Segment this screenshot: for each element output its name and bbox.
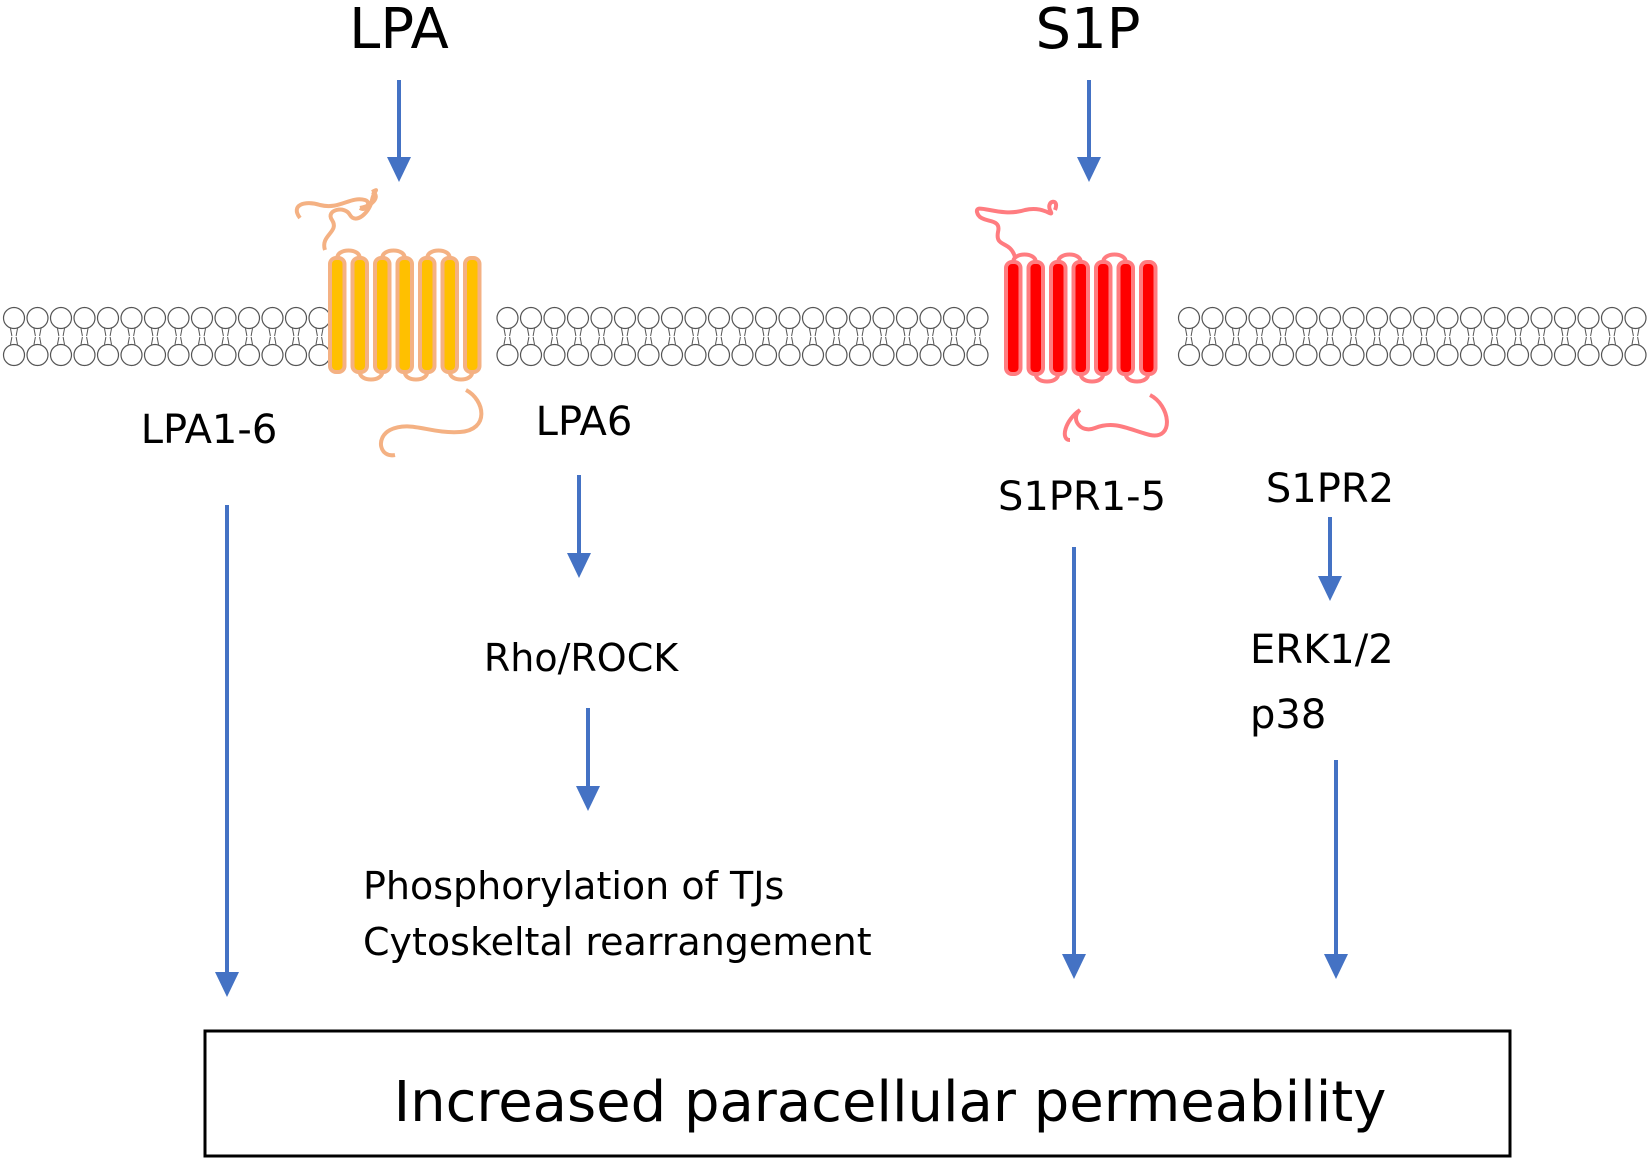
arrow-lpa-to-receptor	[387, 80, 411, 182]
arrow-lpa-receptors-to-outcome	[215, 505, 239, 997]
s1pr2-receptor-label: S1PR2	[1266, 466, 1394, 512]
p38-label: p38	[1250, 692, 1326, 738]
lpa-receptor-icon	[294, 188, 484, 458]
s1pr-receptors-label: S1PR1-5	[998, 474, 1166, 520]
cell-membrane-bilayer	[2, 306, 1647, 367]
s1p-receptor-icon	[975, 199, 1169, 442]
arrow-s1pr-to-outcome	[1062, 547, 1086, 979]
arrow-lpa6-to-rho-rock	[567, 475, 591, 578]
erk-label: ERK1/2	[1250, 627, 1394, 673]
outcome-box: Increased paracellular permeability	[203, 1029, 1512, 1158]
outcome-label: Increased paracellular permeability	[394, 1070, 1387, 1135]
arrow-s1p-to-receptor	[1077, 80, 1101, 182]
arrow-erk-to-outcome	[1324, 760, 1348, 979]
s1p-ligand-label: S1P	[1036, 0, 1141, 62]
cytoskeletal-label: Cytoskeltal rearrangement	[363, 920, 872, 964]
arrow-s1pr2-to-erk	[1318, 517, 1342, 601]
signaling-arrows	[215, 80, 1348, 997]
tj-phosphorylation-label: Phosphorylation of TJs	[363, 864, 784, 908]
rho-rock-label: Rho/ROCK	[484, 636, 679, 680]
lpa6-receptor-label: LPA6	[536, 399, 633, 445]
lpa-receptors-label: LPA1-6	[141, 407, 278, 453]
lpa-ligand-label: LPA	[349, 0, 449, 62]
arrow-rho-rock-to-tj	[576, 708, 600, 811]
